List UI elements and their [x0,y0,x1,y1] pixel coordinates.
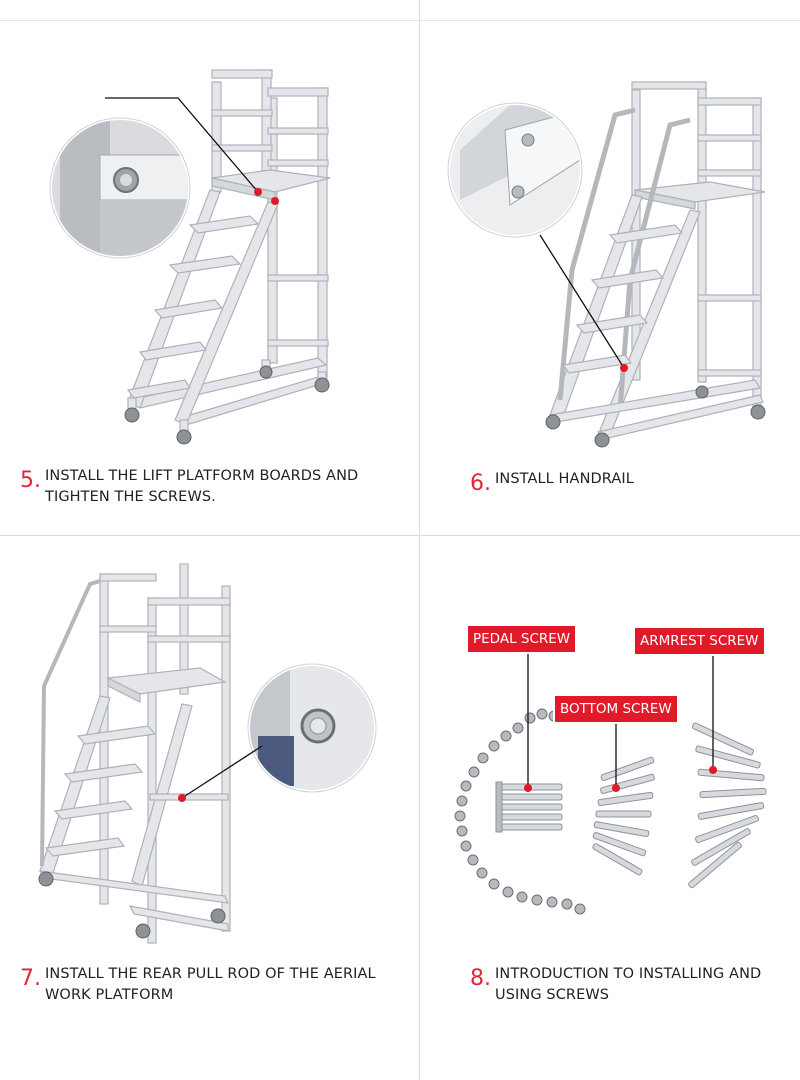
armrest-screw-label: ARMREST SCREW [635,628,764,654]
top-divider [0,20,800,21]
step-5-number: 5. [20,468,41,493]
step-8-number: 8. [470,966,491,991]
step-8-line-2: USING SCREWS [495,987,610,1003]
step-7-line-2: WORK PLATFORM [45,987,174,1003]
step-5-panel: 5. INSTALL THE LIFT PLATFORM BOARDS AND … [0,20,419,535]
step-7-number: 7. [20,966,41,991]
step-6-panel: 6. INSTALL HANDRAIL [420,20,800,535]
step-7-panel: 7. INSTALL THE REAR PULL ROD OF THE AERI… [0,536,419,1080]
step-5-line-1: INSTALL THE LIFT PLATFORM BOARDS AND [45,468,359,484]
nuts-row [454,708,586,915]
step-6-number: 6. [470,471,491,496]
step-7-caption: 7. INSTALL THE REAR PULL ROD OF THE AERI… [20,964,376,1006]
step-5-caption: 5. INSTALL THE LIFT PLATFORM BOARDS AND … [20,466,358,508]
step-8-panel: PEDAL SCREW ARMREST SCREW BOTTOM SCREW 8… [420,536,800,1080]
step-8-caption: 8. INTRODUCTION TO INSTALLING AND USING … [470,964,761,1006]
step-5-line-2: TIGHTEN THE SCREWS. [45,489,216,505]
step-6-line-1: INSTALL HANDRAIL [495,471,634,487]
step-5-illustration [49,69,331,445]
step-8-illustration [454,650,767,915]
vertical-divider [419,0,420,1080]
pedal-screw-label: PEDAL SCREW [468,626,576,652]
step-6-illustration [447,81,766,448]
horizontal-divider [0,535,800,536]
step-7-illustration [38,563,377,944]
step-7-line-1: INSTALL THE REAR PULL ROD OF THE AERIAL [45,966,376,982]
bottom-screw-label: BOTTOM SCREW [555,696,677,722]
step-8-line-1: INTRODUCTION TO INSTALLING AND [495,966,762,982]
step-6-caption: 6. INSTALL HANDRAIL [470,469,634,495]
